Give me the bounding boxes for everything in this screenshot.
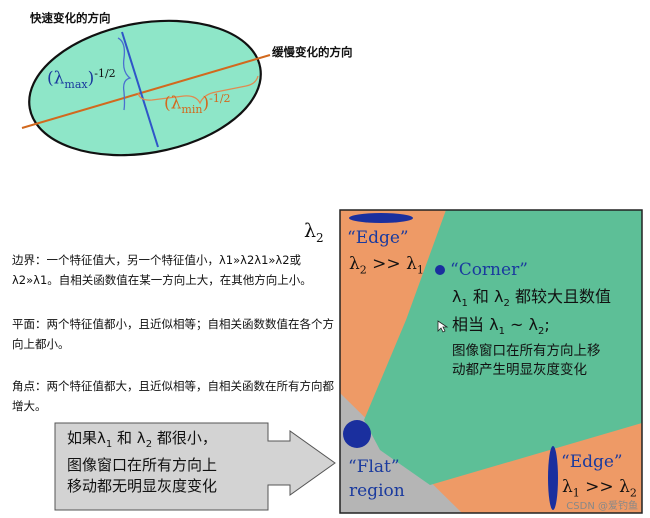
flat-title: “Flat” (348, 457, 400, 477)
cursor-icon (437, 320, 449, 333)
corner-line-2: 相当 λ1 ~ λ2; (452, 315, 550, 338)
regions-border (339, 209, 643, 514)
lambda-min-brace (137, 75, 259, 105)
lambda-max-label: (λmax)-1/2 (47, 67, 116, 92)
ellipse-diagram (21, 19, 271, 157)
flat-subtitle: region (349, 481, 405, 501)
corner-dot-marker (435, 265, 445, 275)
edge-bottom-title: “Edge” (561, 452, 623, 472)
fast-direction-axis (121, 31, 159, 148)
eigen-ellipse (28, 19, 262, 157)
callout-line-2: 图像窗口在所有方向上 (67, 456, 218, 474)
csdn-watermark: CSDN @爱钓鱼 (566, 501, 638, 512)
corner-region (364, 210, 642, 485)
callout-text: 如果λ1 和 λ2 都很小， 图像窗口在所有方向上 移动都无明显灰度变化 (67, 428, 277, 497)
slow-direction-axis (21, 54, 271, 129)
flat-explanation: 平面：两个特征值都小，且近似相等；自相关函数数值在各个方向上都小。 (12, 317, 334, 351)
edge-top-relation: λ2 >> λ1 (349, 254, 424, 277)
fast-direction-label: 快速变化的方向 (30, 11, 111, 25)
flat-circle-marker (343, 420, 371, 448)
corner-line-3: 图像窗口在所有方向上移 (452, 343, 601, 360)
corner-title: “Corner” (450, 260, 528, 280)
lambda2-axis-label: λ2 (304, 220, 324, 245)
corner-line-4: 动都产生明显灰度变化 (452, 362, 587, 379)
edge-bottom-relation: λ1 >> λ2 (562, 477, 637, 500)
lambda-max-brace (117, 37, 132, 111)
lambda-min-label: (λmin)-1/2 (164, 92, 231, 117)
corner-explanation: 角点：两个特征值都大，且近似相等，自相关函数在所有方向都增大。 (12, 379, 334, 413)
horizontal-edge-marker (349, 213, 413, 223)
edge-top-title: “Edge” (347, 228, 409, 248)
corner-line-1: λ1 和 λ2 都较大且数值 (452, 287, 611, 310)
edge-explanation: 边界：一个特征值大，另一个特征值小，λ1»λ2λ1»λ2或λ2»λ1。自相关函数… (12, 253, 312, 287)
corner-description: λ1 和 λ2 都较大且数值 相当 λ1 ~ λ2; 图像窗口在所有方向上移 动… (452, 286, 611, 380)
callout-line-1: 如果λ1 和 λ2 都很小， (67, 429, 217, 450)
callout-line-3: 移动都无明显灰度变化 (67, 477, 218, 495)
vertical-edge-marker (548, 446, 558, 510)
slow-direction-label: 缓慢变化的方向 (272, 45, 353, 59)
